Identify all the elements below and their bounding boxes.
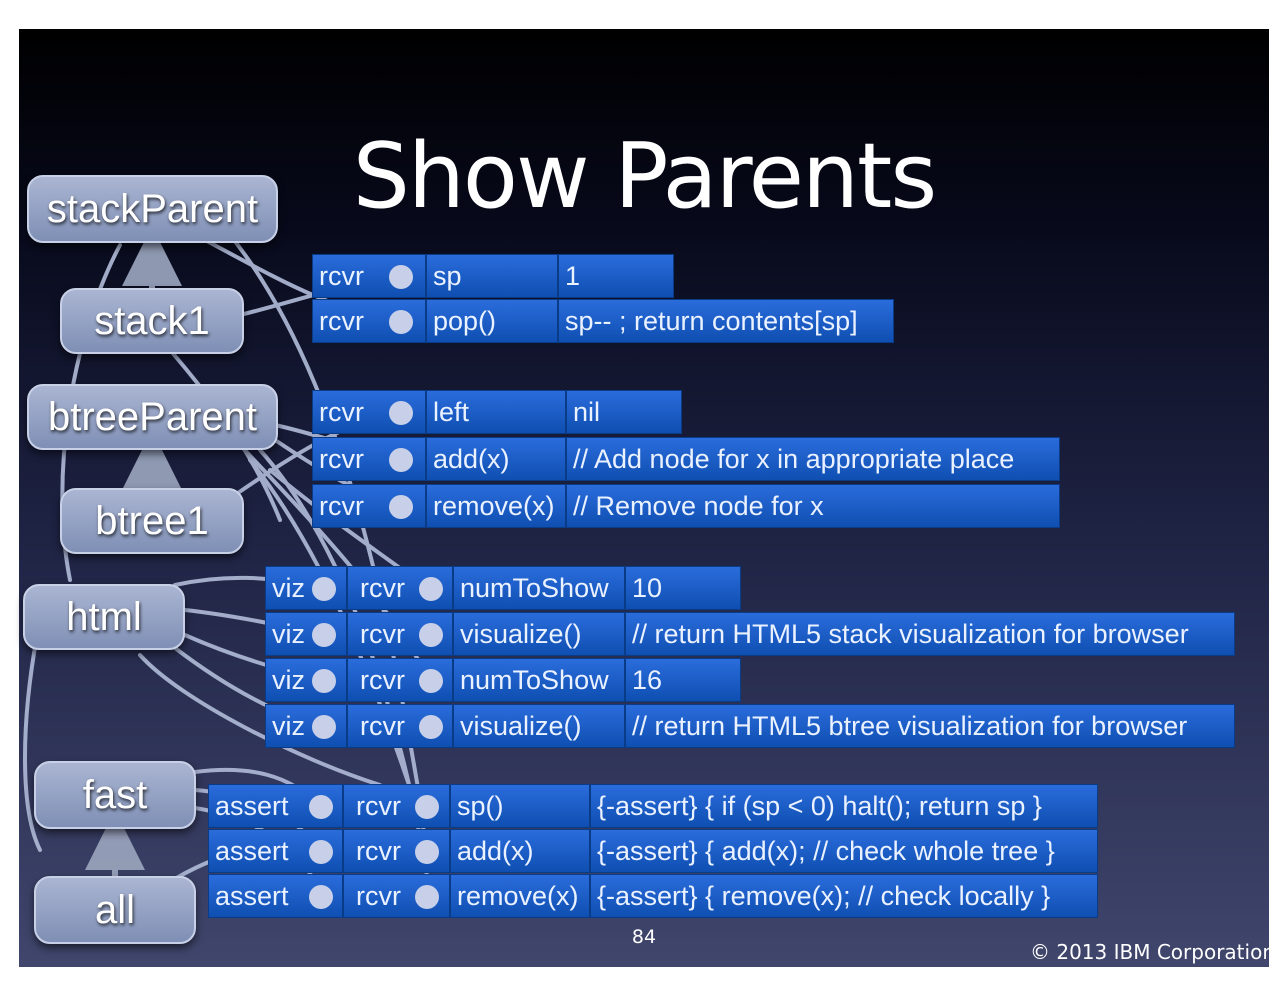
btree-row-2-slot: add(x) (426, 437, 566, 481)
html-row-1-viz-dot[interactable] (312, 577, 336, 601)
assert-row-1-rcvr: rcvr (343, 784, 450, 828)
node-btreeparent[interactable]: btreeParent (27, 384, 278, 450)
html-row-1-value: 10 (625, 566, 741, 610)
html-row-4-rcvr-dot[interactable] (419, 715, 443, 739)
assert-row-2-value: {-assert} { add(x); // check whole tree … (590, 829, 1098, 873)
assert-row-3-rcvr-dot[interactable] (415, 885, 439, 909)
node-fast[interactable]: fast (34, 761, 196, 829)
btree-row-1-dot[interactable] (389, 401, 413, 425)
stack-row-1-dot[interactable] (389, 265, 413, 289)
html-row-3-rcvr: rcvr (347, 658, 453, 702)
html-row-2-rcvr-dot[interactable] (419, 623, 443, 647)
assert-row-1-assert: assert (208, 784, 343, 828)
html-row-3-rcvr-dot[interactable] (419, 669, 443, 693)
html-row-1-slot: numToShow (453, 566, 625, 610)
stack-row-2-slot: pop() (426, 299, 558, 343)
html-row-2-viz-dot[interactable] (312, 623, 336, 647)
html-row-1-rcvr-dot[interactable] (419, 577, 443, 601)
node-html[interactable]: html (23, 584, 185, 650)
assert-row-1-assert-dot[interactable] (309, 795, 333, 819)
html-row-4-viz: viz (265, 704, 347, 748)
slide-title: Show Parents (352, 124, 937, 229)
html-row-4-slot: visualize() (453, 704, 625, 748)
copyright: © 2013 IBM Corporation (1030, 940, 1275, 964)
link-html-fast (138, 653, 382, 787)
assert-row-2-assert-dot[interactable] (309, 840, 333, 864)
btree-row-3-value: // Remove node for x (566, 484, 1060, 528)
stack-row-1-slot: sp (426, 254, 558, 298)
html-row-3-viz: viz (265, 658, 347, 702)
node-stackparent[interactable]: stackParent (27, 175, 278, 243)
html-row-4-value: // return HTML5 btree visualization for … (625, 704, 1235, 748)
btree-row-3-dot[interactable] (389, 495, 413, 519)
btree-row-3-slot: remove(x) (426, 484, 566, 528)
html-row-3-viz-dot[interactable] (312, 669, 336, 693)
html-row-2-value: // return HTML5 stack visualization for … (625, 612, 1235, 656)
html-row-3-value: 16 (625, 658, 741, 702)
node-all[interactable]: all (34, 876, 196, 944)
assert-row-1-value: {-assert} { if (sp < 0) halt(); return s… (590, 784, 1098, 828)
assert-row-1-slot: sp() (450, 784, 590, 828)
link-html-left (23, 618, 42, 852)
assert-row-2-rcvr-dot[interactable] (415, 840, 439, 864)
html-row-3-slot: numToShow (453, 658, 625, 702)
assert-row-3-assert-dot[interactable] (309, 885, 333, 909)
btree-row-1-value: nil (566, 390, 682, 434)
assert-row-1-rcvr-dot[interactable] (415, 795, 439, 819)
html-row-4-viz-dot[interactable] (312, 715, 336, 739)
page-number: 84 (631, 926, 657, 948)
html-row-2-slot: visualize() (453, 612, 625, 656)
assert-row-3-value: {-assert} { remove(x); // check locally … (590, 874, 1098, 918)
stack-row-2-dot[interactable] (389, 310, 413, 334)
assert-row-3-slot: remove(x) (450, 874, 590, 918)
btree-row-2-value: // Add node for x in appropriate place (566, 437, 1060, 481)
node-stack1[interactable]: stack1 (60, 288, 244, 354)
node-btree1[interactable]: btree1 (60, 488, 244, 554)
stack-row-2-value: sp-- ; return contents[sp] (558, 299, 894, 343)
btree-row-2-dot[interactable] (389, 448, 413, 472)
assert-row-2-slot: add(x) (450, 829, 590, 873)
btree-row-1-slot: left (426, 390, 566, 434)
stack-row-1-value: 1 (558, 254, 674, 298)
html-row-1-rcvr: rcvr (347, 566, 453, 610)
